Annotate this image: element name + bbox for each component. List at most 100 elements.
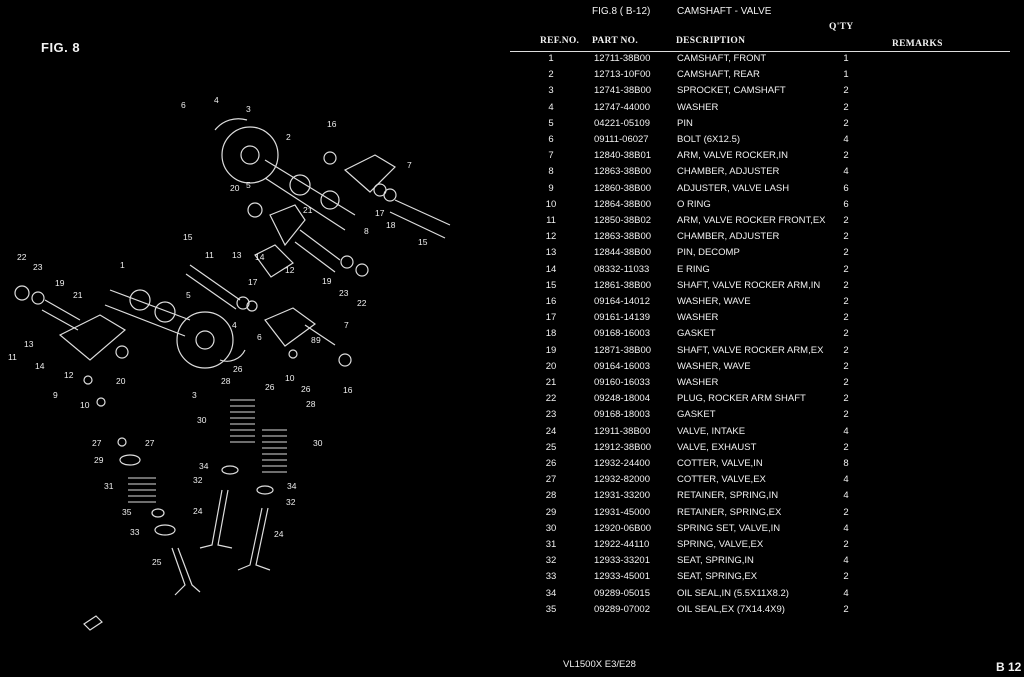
ref-cell: 4 bbox=[548, 101, 554, 113]
description-cell: OIL SEAL,IN (5.5X11X8.2) bbox=[677, 587, 789, 599]
svg-text:10: 10 bbox=[285, 373, 295, 383]
column-ref: REF.NO. bbox=[540, 36, 580, 46]
ref-cell: 5 bbox=[548, 117, 554, 129]
column-remarks: REMARKS bbox=[892, 39, 943, 49]
ref-cell: 21 bbox=[545, 377, 557, 388]
ref-cell: 27 bbox=[545, 474, 557, 486]
qty-cell: 4 bbox=[843, 425, 849, 437]
svg-text:32: 32 bbox=[286, 497, 296, 507]
svg-text:5: 5 bbox=[246, 180, 251, 190]
description-cell: WASHER bbox=[677, 377, 719, 388]
part-no-cell: 12931-33200 bbox=[594, 490, 650, 502]
qty-cell: 2 bbox=[843, 279, 849, 291]
description-cell: O RING bbox=[677, 198, 711, 210]
column-description: DESCRIPTION bbox=[676, 36, 746, 46]
svg-text:4: 4 bbox=[232, 320, 237, 330]
description-cell: CAMSHAFT, REAR bbox=[677, 69, 760, 81]
part-no-cell: 09164-16003 bbox=[594, 360, 650, 372]
svg-text:6: 6 bbox=[181, 100, 186, 110]
svg-text:20: 20 bbox=[116, 376, 126, 386]
part-no-cell: 12912-38B00 bbox=[594, 441, 652, 453]
qty-cell: 2 bbox=[843, 539, 849, 550]
part-no-cell: 08332-11033 bbox=[594, 263, 650, 275]
qty-cell: 6 bbox=[843, 198, 849, 210]
description-cell: VALVE, EXHAUST bbox=[677, 441, 757, 453]
ref-cell: 22 bbox=[545, 393, 557, 405]
description-cell: WASHER bbox=[677, 101, 719, 113]
svg-text:2: 2 bbox=[286, 132, 291, 142]
part-no-cell: 12932-82000 bbox=[594, 474, 650, 486]
table-row: 27 12932-82000 COTTER, VALVE,EX 4 bbox=[510, 474, 1010, 490]
column-part-no: PART NO. bbox=[592, 36, 639, 46]
ref-cell: 8 bbox=[548, 166, 554, 178]
description-cell: SHAFT, VALVE ROCKER ARM,EX bbox=[677, 344, 824, 356]
qty-cell: 2 bbox=[843, 360, 849, 372]
svg-text:31: 31 bbox=[104, 481, 114, 491]
qty-cell: 1 bbox=[843, 69, 849, 81]
description-cell: VALVE, INTAKE bbox=[677, 425, 746, 437]
svg-text:3: 3 bbox=[192, 390, 197, 400]
svg-text:20: 20 bbox=[230, 183, 240, 193]
ref-cell: 15 bbox=[545, 279, 557, 291]
svg-text:26: 26 bbox=[301, 384, 311, 394]
description-cell: COTTER, VALVE,EX bbox=[677, 474, 766, 486]
description-cell: PLUG, ROCKER ARM SHAFT bbox=[677, 393, 806, 405]
svg-text:21: 21 bbox=[303, 205, 313, 215]
svg-text:1: 1 bbox=[120, 260, 125, 270]
ref-cell: 18 bbox=[545, 328, 557, 340]
svg-text:15: 15 bbox=[183, 232, 193, 242]
qty-cell: 2 bbox=[843, 247, 849, 259]
svg-text:12: 12 bbox=[285, 265, 295, 275]
qty-cell: 2 bbox=[843, 296, 849, 307]
qty-cell: 4 bbox=[843, 587, 849, 599]
svg-text:14: 14 bbox=[255, 252, 265, 262]
description-cell: WASHER, WAVE bbox=[677, 360, 751, 372]
ref-cell: 20 bbox=[545, 360, 557, 372]
part-no-cell: 12711-38B00 bbox=[594, 53, 651, 64]
qty-cell: 2 bbox=[843, 101, 849, 113]
part-no-cell: 09168-18003 bbox=[594, 409, 650, 421]
qty-cell: 4 bbox=[843, 490, 849, 502]
part-no-cell: 12922-44110 bbox=[594, 539, 650, 550]
part-no-cell: 09164-14012 bbox=[594, 296, 650, 307]
description-cell: SHAFT, VALVE ROCKER ARM,IN bbox=[677, 279, 821, 291]
part-no-cell: 04221-05109 bbox=[594, 117, 650, 129]
description-cell: COTTER, VALVE,IN bbox=[677, 458, 763, 469]
qty-cell: 2 bbox=[843, 441, 849, 453]
ref-cell: 19 bbox=[545, 344, 557, 356]
qty-cell: 2 bbox=[843, 344, 849, 356]
part-no-cell: 12863-38B00 bbox=[594, 231, 652, 243]
qty-cell: 2 bbox=[843, 150, 849, 162]
exploded-parts-diagram: 1 2 3 3 4 4 5 5 6 6 7 7 8 8 9 9 10 10 11… bbox=[8, 95, 451, 631]
part-no-cell: 09248-18004 bbox=[594, 393, 650, 405]
part-no-cell: 12741-38B00 bbox=[594, 85, 652, 97]
table-row: 4 12747-44000 WASHER 2 bbox=[510, 102, 1010, 118]
svg-text:21: 21 bbox=[73, 290, 83, 300]
header-rule bbox=[510, 51, 1010, 52]
ref-cell: 31 bbox=[545, 539, 557, 550]
part-no-cell: 12747-44000 bbox=[594, 101, 650, 113]
description-cell: SEAT, SPRING,IN bbox=[677, 555, 754, 567]
svg-text:3: 3 bbox=[246, 104, 251, 114]
qty-cell: 2 bbox=[843, 506, 849, 518]
description-cell: ADJUSTER, VALVE LASH bbox=[677, 182, 790, 194]
ref-cell: 32 bbox=[545, 555, 557, 567]
description-cell: OIL SEAL,EX (7X14.4X9) bbox=[677, 603, 785, 615]
qty-cell: 4 bbox=[843, 555, 849, 567]
qty-cell: 2 bbox=[843, 117, 849, 129]
page-number: B 12 bbox=[996, 660, 1022, 674]
description-cell: RETAINER, SPRING,IN bbox=[677, 490, 779, 502]
qty-cell: 4 bbox=[843, 474, 849, 486]
description-cell: SPROCKET, CAMSHAFT bbox=[677, 85, 786, 97]
ref-cell: 9 bbox=[548, 182, 554, 194]
svg-text:19: 19 bbox=[55, 278, 65, 288]
